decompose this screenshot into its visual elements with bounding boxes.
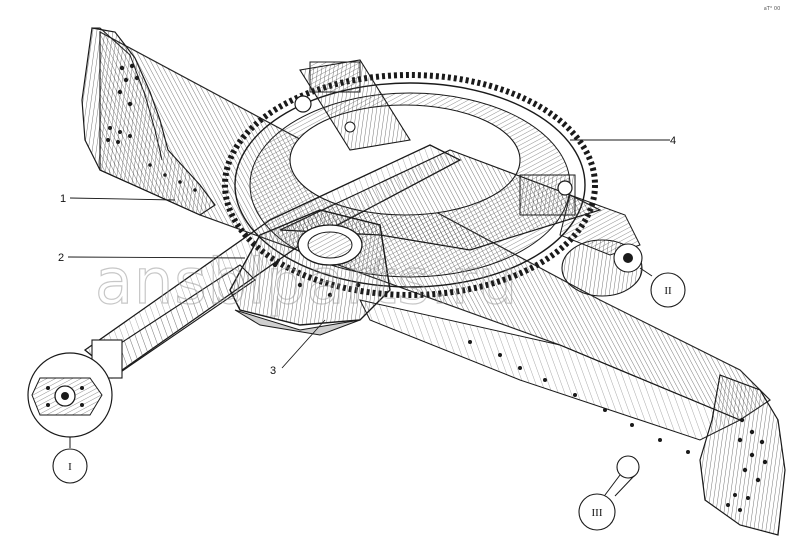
detail-marker-I-label: I bbox=[68, 461, 72, 473]
callout-4: 4 bbox=[670, 135, 676, 147]
blade-right-bolt-holes bbox=[726, 417, 768, 512]
rotation-gearbox bbox=[229, 209, 391, 336]
drive-shaft bbox=[91, 264, 256, 379]
detail-marker-I: I bbox=[52, 448, 88, 484]
detail-marker-II: II bbox=[650, 272, 686, 308]
detail-marker-III: III bbox=[578, 493, 616, 531]
detail-I-flange bbox=[27, 352, 113, 448]
detail-III-mark bbox=[604, 455, 640, 497]
callout-2: 2 bbox=[58, 252, 64, 264]
corner-note: аТ° 00 bbox=[764, 6, 781, 12]
watermark-text: ansblparts.ru bbox=[95, 245, 518, 318]
blade-edge-holes bbox=[468, 340, 690, 454]
detail-marker-II-label: II bbox=[664, 285, 672, 297]
detail-II-hinge bbox=[561, 239, 653, 297]
blade-right-end bbox=[699, 374, 786, 536]
callout-1: 1 bbox=[60, 193, 66, 205]
leader-lines bbox=[67, 139, 670, 369]
callout-3: 3 bbox=[270, 365, 276, 377]
detail-marker-III-label: III bbox=[592, 507, 603, 519]
